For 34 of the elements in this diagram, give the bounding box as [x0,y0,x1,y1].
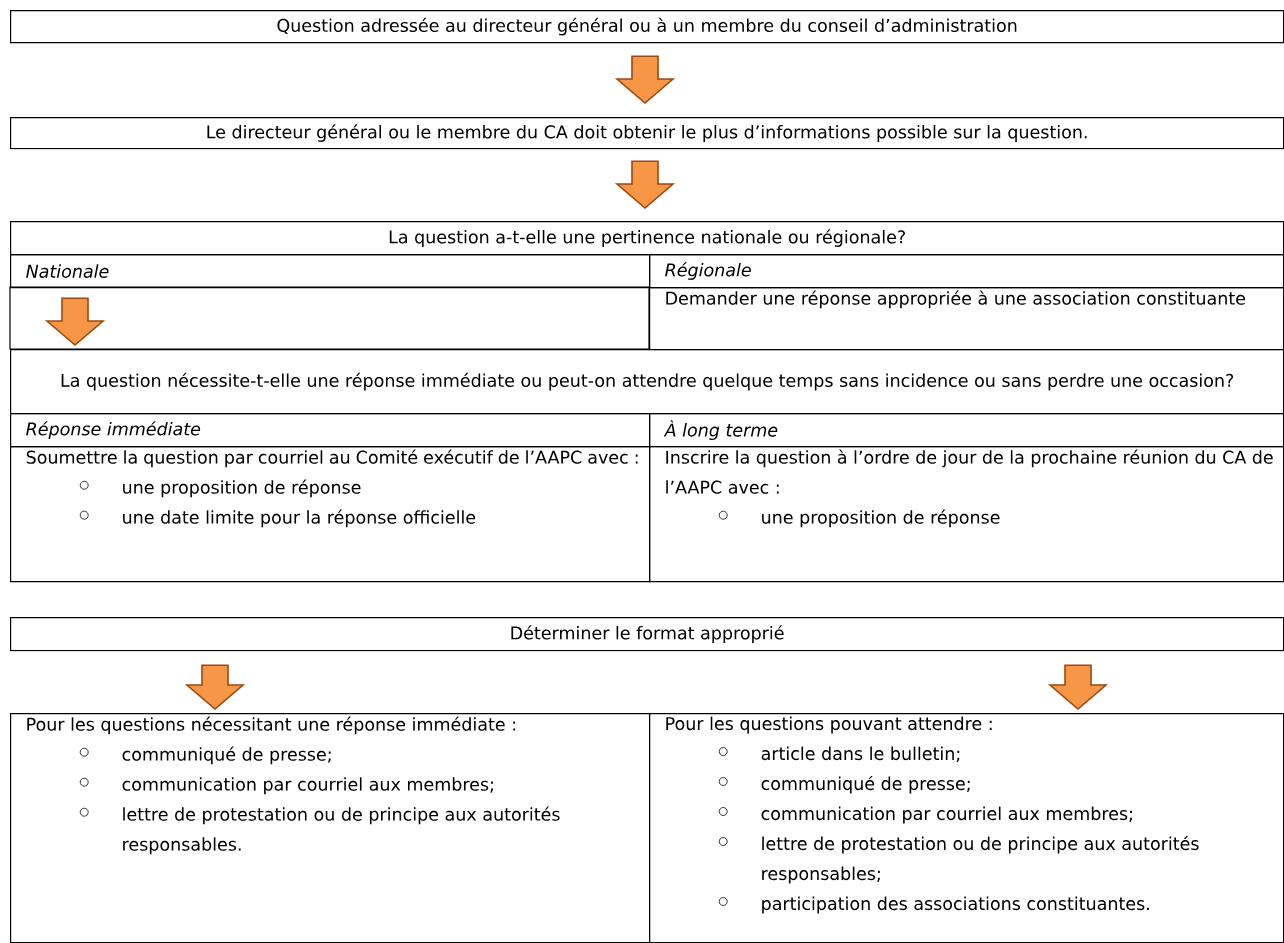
table-cell [649,713,1284,943]
list-item: communication par courriel aux membres; [718,806,1132,824]
paragraph: Inscrire la question à l’ordre de jour de la prochaine réunion du CA de l’AAPC avec : [666,449,1273,494]
list-item: communiqué de presse; [79,746,331,765]
list-item: article dans le bulletin; [718,746,960,762]
list-item: une proposition de réponse [718,509,1000,528]
block-arrow [1047,664,1109,711]
question-cell: La question a-t-elle une pertinence nationale ou régionale? [10,221,1284,256]
step-box: Déterminer le format approprié [10,617,1284,652]
list-item: communication par courriel aux membres; [79,777,493,795]
option-cell: À long terme [649,413,1284,448]
list-item: communiqué de presse; [718,775,970,794]
list-item: lettre de protestation ou de principe aux autorités responsables. [79,806,560,855]
block-arrow [184,664,246,711]
list-item: participation des associations constituantes. [718,896,1149,914]
list-item: lettre de protestation ou de principe aux autorités responsables; [718,835,1199,884]
option-cell: Réponse immédiate [10,413,651,448]
step-box: Le directeur général ou le membre du CA doit obtenir le plus d’informations possible sur la question. [10,117,1284,150]
block-arrow [614,55,676,105]
block-arrow [44,297,106,347]
list-item: une proposition de réponse [79,479,361,498]
table-cell: Demander une réponse appropriée à une association constituante [649,287,1284,351]
list-item: une date limite pour la réponse officielle [79,509,476,528]
option-cell: Nationale [10,254,651,289]
paragraph: Pour les questions nécessitant une réponse immédiate : [27,716,516,735]
table-cell [10,446,651,583]
block-arrow [614,160,676,210]
question-cell: La question nécessite-t-elle une réponse immédiate ou peut-on attendre quelque temps sans incidence ou sans perdre une occasion? [10,349,1284,415]
step-box: Question adressée au directeur général ou à un membre du conseil d’administration [10,10,1284,44]
option-cell: Régionale [649,254,1284,289]
table-cell [649,446,1284,583]
paragraph: Pour les questions pouvant attendre : [666,716,992,734]
paragraph: Soumettre la question par courriel au Comité exécutif de l’AAPC avec : [26,449,638,468]
table-cell [10,713,651,943]
